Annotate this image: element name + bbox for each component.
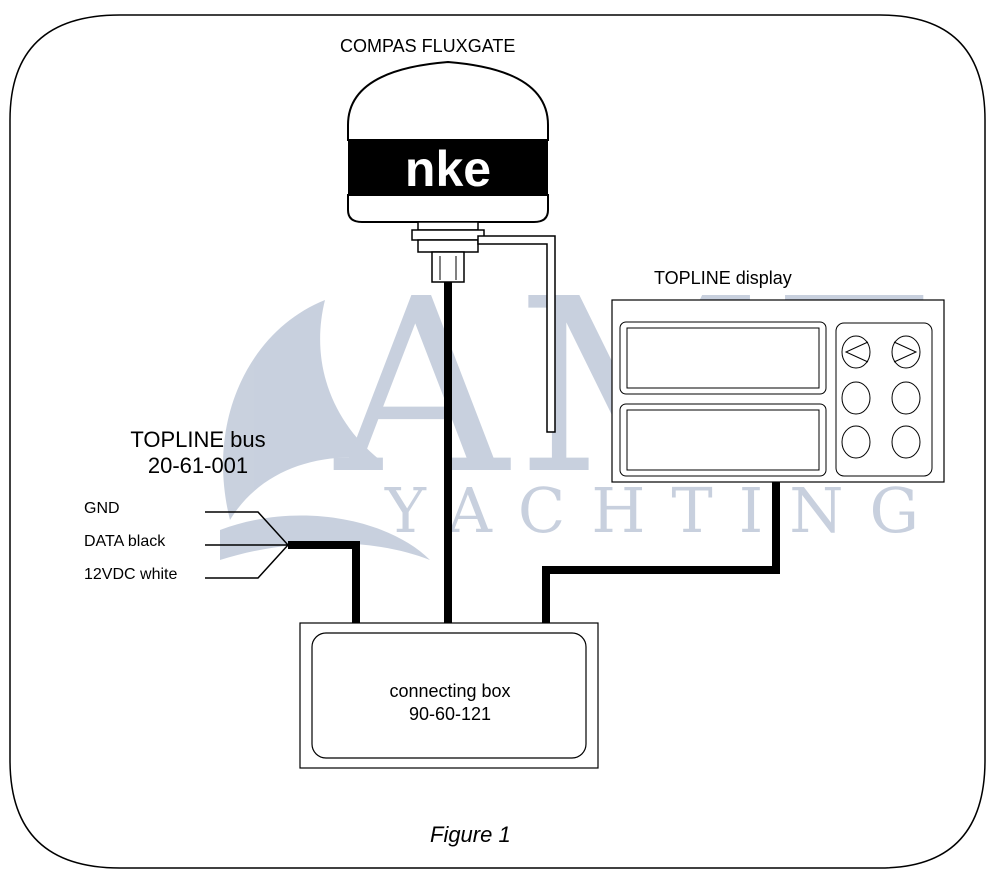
compass-dome [347, 60, 549, 141]
mounting-bracket [477, 235, 556, 433]
bus-title-line1: TOPLINE bus [130, 427, 266, 452]
display-cable [542, 482, 780, 623]
box-label-line1: connecting box [389, 681, 511, 701]
compass-title: COMPAS FLUXGATE [340, 36, 516, 56]
arrow-left-icon [844, 341, 869, 363]
compass-base [347, 194, 549, 223]
compass-band [348, 140, 548, 195]
key-bottom-right [891, 425, 921, 459]
figure-caption: Figure 1 [430, 822, 511, 847]
compass-fluxgate: nke [347, 60, 556, 433]
arrow-right-icon [893, 341, 918, 363]
key-bottom-left [841, 425, 871, 459]
compass-brand-logo: nke [405, 141, 491, 197]
connecting-box [299, 622, 599, 769]
key-mid-left [841, 381, 871, 415]
box-label-line2: 90-60-121 [408, 704, 492, 724]
wire-label-12vdc: 12VDC white [84, 566, 178, 583]
display-title: TOPLINE display [654, 268, 792, 288]
wire-label-data: DATA black [84, 533, 166, 550]
bus-cable [288, 541, 360, 623]
cables [288, 282, 780, 623]
display-screen-top [626, 327, 820, 389]
bus-wires [205, 511, 289, 579]
watermark-sail-icon [223, 300, 380, 520]
key-mid-right [891, 381, 921, 415]
wire-label-gnd: GND [84, 500, 120, 517]
bus-title-line2: 20-61-001 [147, 453, 249, 478]
display-screen-bottom [626, 409, 820, 471]
watermark-sub-text: YACHTING [384, 474, 945, 547]
outer-frame [9, 14, 986, 869]
topline-display-unit [611, 299, 945, 483]
display-keypad [835, 322, 933, 477]
